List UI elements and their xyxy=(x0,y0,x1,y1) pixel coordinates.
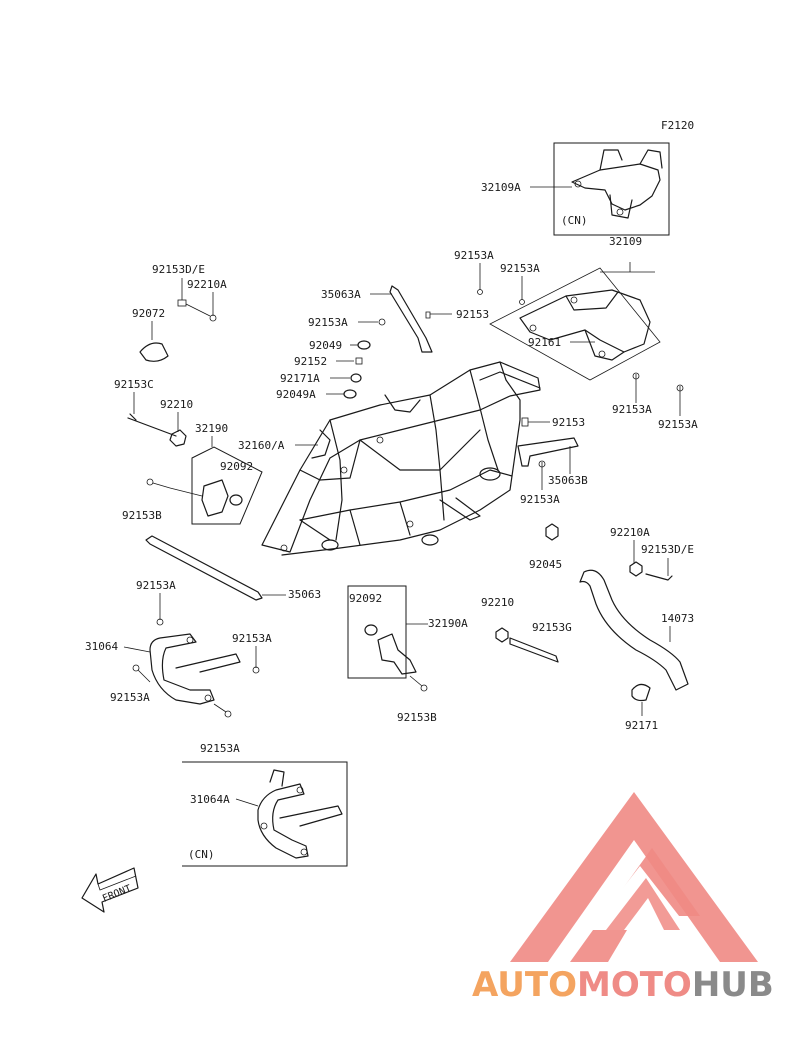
part-92153A-8: 92153A xyxy=(232,632,272,645)
part-31064: 31064 xyxy=(85,640,118,653)
part-31064A: 31064A xyxy=(190,793,230,806)
part-92153A-10: 92153A xyxy=(200,742,240,755)
part-92092-2: 92092 xyxy=(349,592,382,605)
watermark-logo xyxy=(510,792,758,962)
part-35063B: 35063B xyxy=(548,474,588,487)
inset-box-32190A xyxy=(347,585,407,679)
part-92153B-1: 92153B xyxy=(122,509,162,522)
part-92049: 92049 xyxy=(309,339,342,352)
part-92210-2: 92210 xyxy=(481,596,514,609)
inset-box-32190 xyxy=(191,446,263,525)
part-92153C: 92153C xyxy=(114,378,154,391)
part-92153A-7: 92153A xyxy=(136,579,176,592)
part-92153B-2: 92153B xyxy=(397,711,437,724)
rear-carrier-32109 xyxy=(489,267,661,381)
part-35063A: 35063A xyxy=(321,288,361,301)
part-32160: 32160/A xyxy=(238,439,285,452)
part-32109: 32109 xyxy=(609,235,642,248)
part-92152: 92152 xyxy=(294,355,327,368)
rod-35063 xyxy=(145,535,263,601)
part-92171: 92171 xyxy=(625,719,658,732)
part-92210: 92210 xyxy=(160,398,193,411)
part-92153A-5: 92153A xyxy=(658,418,698,431)
cn-label-bottom: (CN) xyxy=(188,848,215,861)
watermark-auto: AUTOMOTOHUB xyxy=(472,965,774,1005)
cn-label-top: (CN) xyxy=(561,214,588,227)
part-32190A: 32190A xyxy=(428,617,468,630)
bracket-31064 xyxy=(149,633,241,705)
part-92049A: 92049A xyxy=(276,388,316,401)
part-92153D-E-2: 92153D/E xyxy=(641,543,694,556)
part-92153A-9: 92153A xyxy=(110,691,150,704)
part-92153-2: 92153 xyxy=(552,416,585,429)
part-92153A-6: 92153A xyxy=(520,493,560,506)
main-frame-32160 xyxy=(261,361,541,556)
part-92153A-3: 92153A xyxy=(308,316,348,329)
part-92161: 92161 xyxy=(528,336,561,349)
part-35063: 35063 xyxy=(288,588,321,601)
part-92171A: 92171A xyxy=(280,372,320,385)
part-14073: 14073 xyxy=(661,612,694,625)
pipe-14073 xyxy=(579,569,689,691)
bracket-35063B xyxy=(517,437,579,467)
part-92072: 92072 xyxy=(132,307,165,320)
part-92153D-E-1: 92153D/E xyxy=(152,263,205,276)
part-92153-1: 92153 xyxy=(456,308,489,321)
bracket-31064A xyxy=(257,769,343,859)
inset-box-31064A xyxy=(182,761,348,867)
inset-box-32109A xyxy=(553,142,670,236)
part-92153A-4: 92153A xyxy=(612,403,652,416)
part-92153A-1: 92153A xyxy=(454,249,494,262)
front-label: FRONT xyxy=(101,883,133,904)
figure-code: F2120 xyxy=(661,119,694,132)
front-arrow-icon: FRONT xyxy=(81,867,139,913)
part-92210A-2: 92210A xyxy=(610,526,650,539)
part-92092-1: 92092 xyxy=(220,460,253,473)
part-92210A-1: 92210A xyxy=(187,278,227,291)
part-92045: 92045 xyxy=(529,558,562,571)
part-92153A-2: 92153A xyxy=(500,262,540,275)
part-32190: 32190 xyxy=(195,422,228,435)
part-92153G: 92153G xyxy=(532,621,572,634)
nut-92045 xyxy=(545,523,559,541)
part-32109A: 32109A xyxy=(481,181,521,194)
